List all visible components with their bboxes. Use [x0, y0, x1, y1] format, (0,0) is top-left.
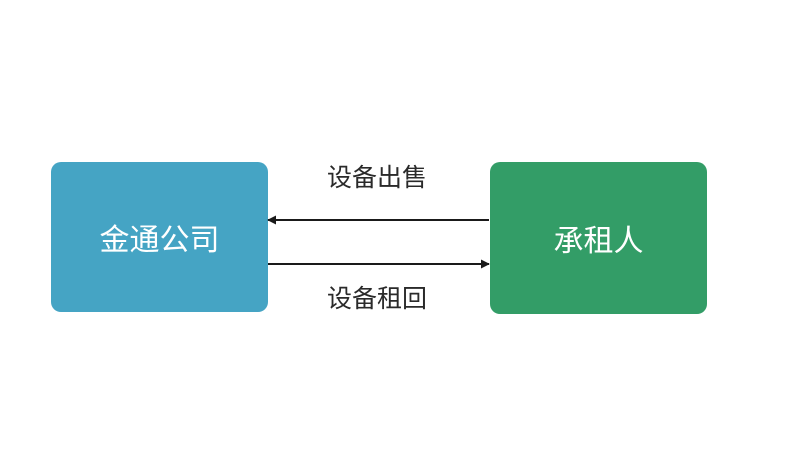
node-jintong-company-label: 金通公司 — [99, 223, 220, 258]
node-jintong-company: 金通公司 — [51, 162, 268, 312]
edge-label-leaseback: 设备租回 — [327, 284, 428, 313]
edge-label-sale: 设备出售 — [327, 163, 428, 192]
node-lessee: 承租人 — [490, 162, 707, 314]
node-lessee-label: 承租人 — [553, 224, 644, 259]
